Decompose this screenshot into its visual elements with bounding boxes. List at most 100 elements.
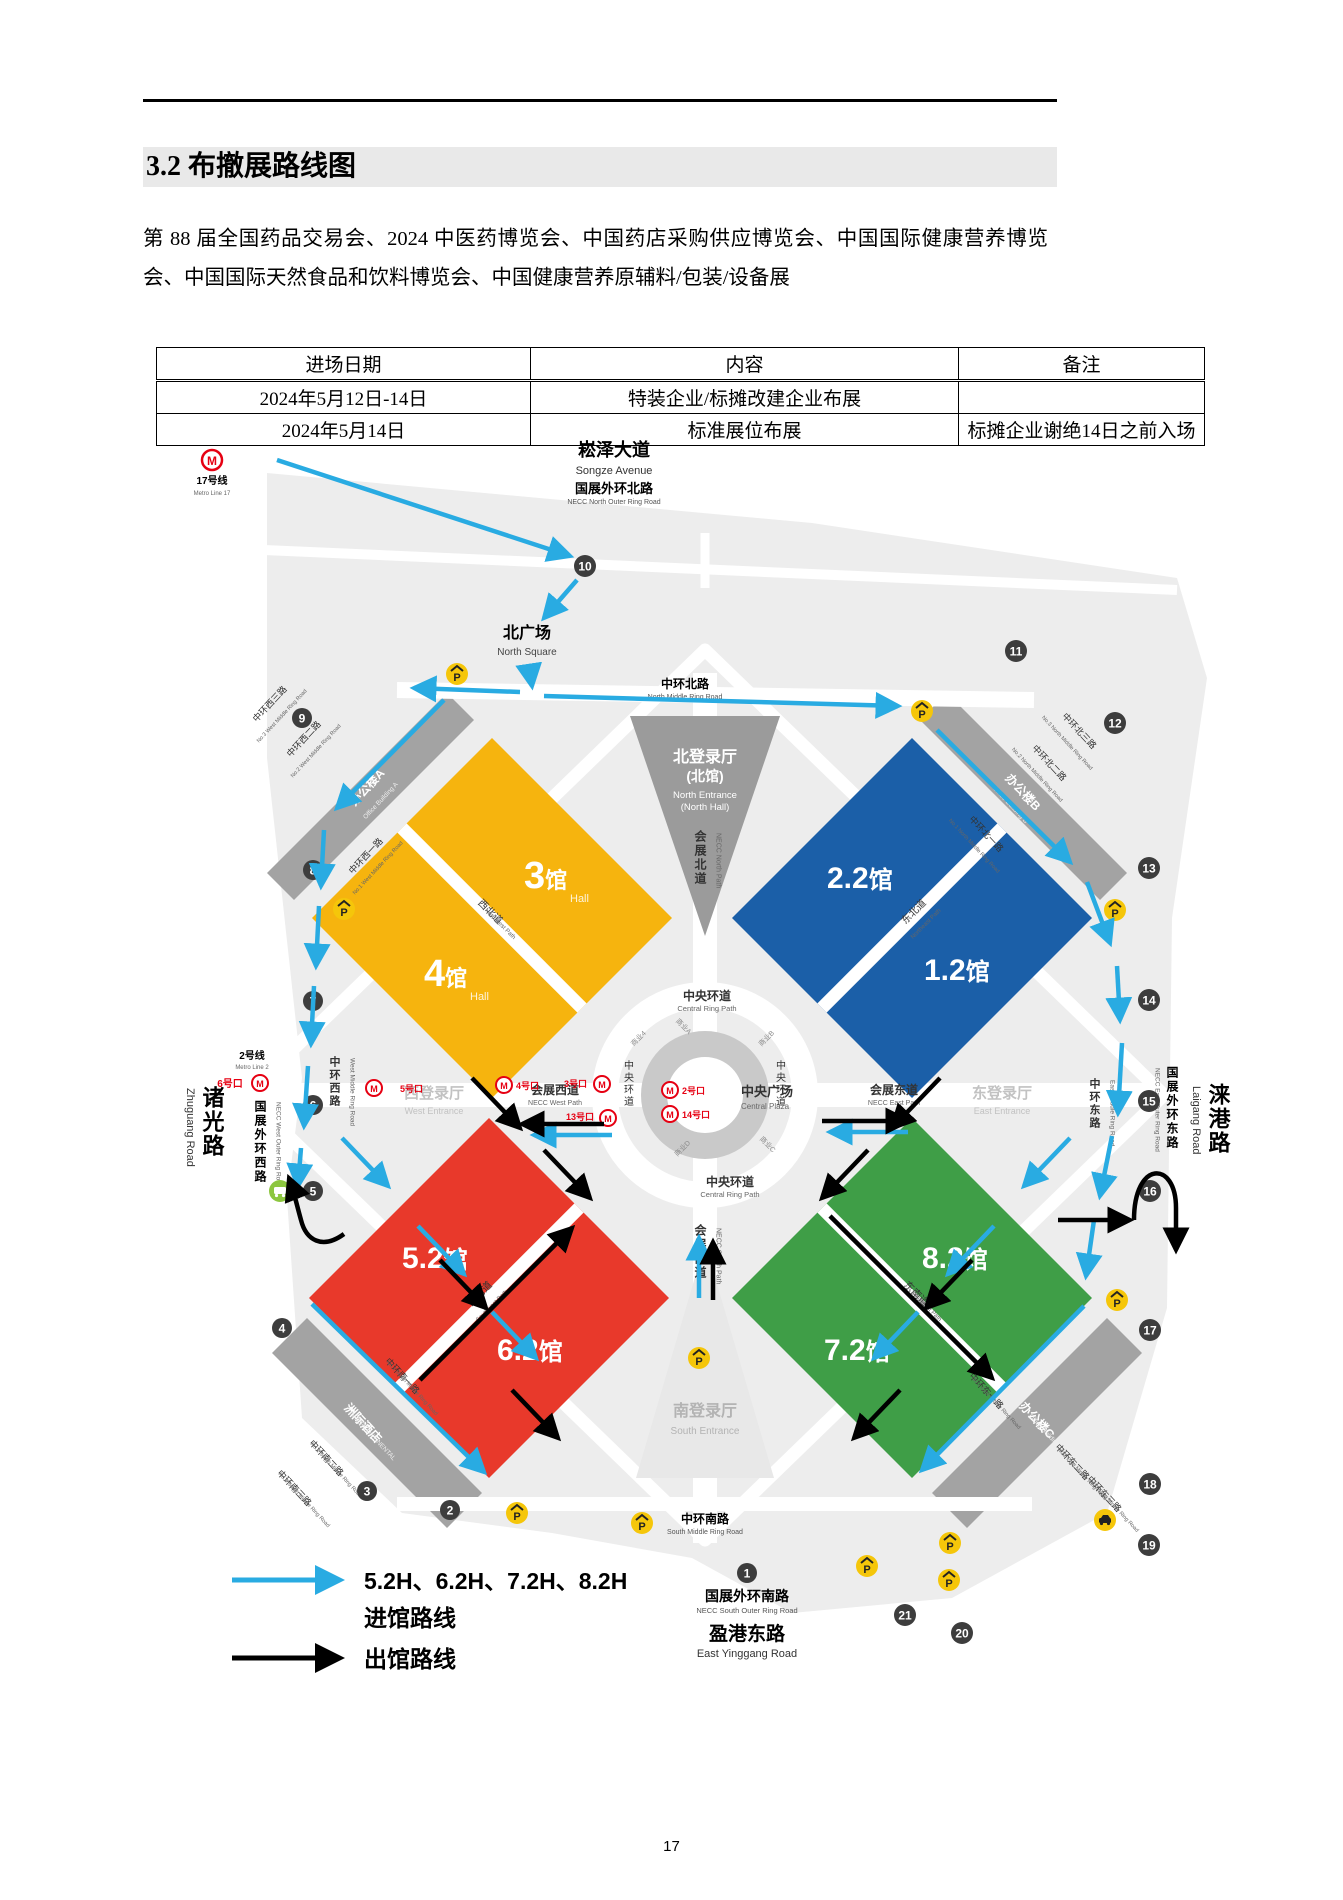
gate-17: 17 [1139, 1319, 1161, 1341]
svg-text:13: 13 [1142, 862, 1156, 876]
move-in-schedule-table: 进场日期 内容 备注 2024年5月12日-14日 特装企业/标摊改建企业布展 … [156, 347, 1205, 446]
svg-text:P: P [513, 1511, 520, 1523]
metro-exit2-icon: M [661, 1081, 679, 1099]
metro-exit5-icon: M [365, 1079, 383, 1097]
south-entrance-cn: 南登录厅 [673, 1401, 737, 1420]
svg-text:21: 21 [898, 1609, 912, 1623]
table-row: 2024年5月14日 标准展位布展 标摊企业谢绝14日之前入场 [156, 413, 1205, 446]
central-ring-top-en: Central Ring Path [677, 1004, 736, 1013]
gate-21: 21 [894, 1604, 916, 1626]
gate-11: 11 [1005, 640, 1027, 662]
svg-text:10: 10 [578, 560, 592, 574]
gate-18: 18 [1139, 1473, 1161, 1495]
col-content: 内容 [530, 347, 959, 382]
necc-north-path-cn: 会展北道 [693, 829, 707, 886]
parking-icon: P [911, 700, 933, 722]
south-entrance-en: South Entrance [671, 1426, 740, 1437]
mid-west-en: West Middle Ring Road [349, 1058, 356, 1127]
svg-text:19: 19 [1142, 1539, 1156, 1553]
necc-route-map: 3馆 Hall 4馆 Hall 2.2馆 1.2馆 5.2馆 6.2馆 8.2馆… [172, 438, 1248, 1684]
mid-east-cn: 中环东路 [1088, 1077, 1101, 1130]
parking-icon: P [939, 1532, 961, 1554]
north-entrance-en2: (North Hall) [681, 802, 730, 813]
map-legend: 5.2H、6.2H、7.2H、8.2H 进馆路线 出馆路线 [232, 1565, 627, 1673]
road-s3-en: No.3 South Middle Ring Road [277, 1472, 331, 1529]
north-square-en: North Square [497, 647, 557, 658]
hall-2-2-label: 2.2馆 [827, 862, 893, 895]
cell-content-2: 标准展位布展 [530, 413, 959, 446]
gate-16: 16 [1139, 1180, 1161, 1202]
metro-exit5-label: 5号口 [400, 1084, 423, 1094]
parking-icon: P [1104, 899, 1126, 921]
west-entrance-en: West Entrance [405, 1106, 464, 1116]
svg-text:M: M [604, 1114, 612, 1124]
central-plaza-en: Central Plaza [741, 1102, 790, 1111]
cell-date-2: 2024年5月14日 [156, 413, 531, 446]
svg-text:P: P [945, 1578, 952, 1590]
col-remark: 备注 [958, 347, 1205, 382]
necc-north-path-en: NECC North Path [715, 833, 722, 888]
gate-12: 12 [1104, 712, 1126, 734]
necc-east-path-cn: 会展东道 [870, 1082, 918, 1097]
hotel-band [272, 1318, 482, 1528]
hall-4-label: 4馆 [424, 953, 467, 995]
col-date: 进场日期 [156, 347, 531, 382]
outer-west-cn: 国展外环西路 [253, 1100, 267, 1184]
zhuguang-road-en: Zhuguang Road [184, 1088, 196, 1167]
svg-text:2: 2 [447, 1504, 454, 1518]
gate-14: 14 [1138, 989, 1160, 1011]
svg-text:8: 8 [310, 864, 317, 878]
north-entrance-hall [630, 716, 780, 936]
metro-exit2-label: 2号口 [682, 1086, 705, 1096]
office-building-a-band [267, 693, 474, 900]
svg-text:P: P [340, 907, 347, 919]
hall-3-label: 3馆 [524, 855, 567, 897]
laigang-road-en: Laigang Road [1190, 1086, 1202, 1155]
svg-text:P: P [453, 672, 460, 684]
svg-text:M: M [500, 1081, 508, 1091]
mid-north-road-en: North Middle Ring Road [648, 694, 723, 701]
outer-east-en: NECC East Outer Ring Road [1154, 1068, 1161, 1152]
outer-south-en: NECC South Outer Ring Road [696, 1606, 797, 1615]
zhuguang-road-cn: 诸光路 [200, 1085, 226, 1158]
necc-west-path-en: NECC West Path [528, 1100, 582, 1107]
east-entrance-en: East Entrance [974, 1106, 1031, 1116]
metro-line17-en: Metro Line 17 [194, 491, 231, 497]
gate-1: 1 [737, 1563, 757, 1583]
cell-remark-1 [958, 380, 1205, 414]
central-ring-road [592, 982, 818, 1208]
central-plaza-center [667, 1057, 743, 1133]
svg-text:16: 16 [1143, 1185, 1157, 1199]
svg-text:17: 17 [1143, 1324, 1157, 1338]
table-header-row: 进场日期 内容 备注 [156, 347, 1205, 382]
svg-text:P: P [1111, 908, 1118, 920]
hall-4-en: Hall [470, 991, 489, 1003]
svg-text:18: 18 [1143, 1478, 1157, 1492]
gate-13: 13 [1138, 857, 1160, 879]
car-icon [1094, 1509, 1116, 1531]
gate-10: 10 [574, 555, 596, 577]
svg-text:P: P [863, 1564, 870, 1576]
metro-line17-cn: 17号线 [196, 474, 227, 487]
svg-text:1: 1 [744, 1567, 751, 1581]
svg-text:P: P [946, 1541, 953, 1553]
gate-15: 15 [1138, 1090, 1160, 1112]
svg-text:11: 11 [1010, 645, 1023, 659]
central-ring-right-cn: 中央环道 [774, 1059, 786, 1108]
svg-text:3: 3 [364, 1485, 371, 1499]
legend-halls: 5.2H、6.2H、7.2H、8.2H [364, 1568, 627, 1594]
central-plaza-cn: 中央广场 [741, 1084, 793, 1099]
necc-outer-north-cn: 国展外环北路 [575, 481, 654, 496]
central-ring-bottom-en: Central Ring Path [700, 1190, 759, 1199]
north-square-cn: 北广场 [503, 623, 551, 642]
east-entrance-cn: 东登录厅 [972, 1084, 1032, 1102]
svg-text:5: 5 [310, 1185, 317, 1199]
metro-exit14-icon: M [661, 1105, 679, 1123]
mid-west-cn: 中环西路 [328, 1055, 341, 1108]
songze-avenue-road [263, 545, 1178, 595]
office-building-b-band [920, 693, 1127, 900]
parking-icon: P [631, 1512, 653, 1534]
svg-text:12: 12 [1108, 717, 1122, 731]
metro-exit4-label: 4号口 [516, 1081, 539, 1091]
